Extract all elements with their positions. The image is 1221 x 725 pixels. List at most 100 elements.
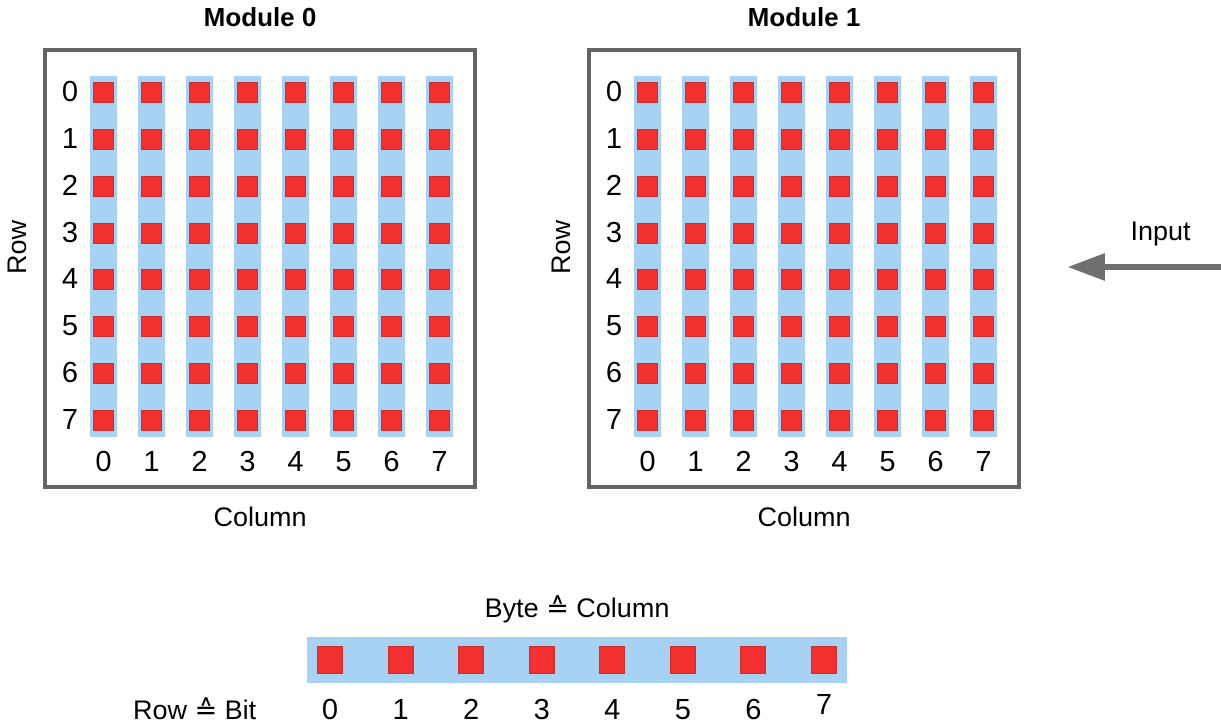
column-strip: [826, 76, 853, 437]
module-title: Module 0: [203, 2, 317, 32]
bit-cell: [733, 128, 754, 150]
bit-cell: [877, 222, 898, 244]
bit-cell: [637, 128, 658, 150]
bit-cell: [925, 363, 946, 385]
row-axis-label: Row: [2, 220, 32, 275]
row-label: 4: [605, 263, 622, 296]
bit-cell: [781, 82, 802, 103]
bit-cell: [381, 222, 402, 244]
bit-cell: [925, 82, 946, 103]
bit-cell: [429, 175, 450, 197]
byte-strip: [307, 637, 847, 683]
bit-grid: [90, 76, 453, 437]
bit-cell: [381, 316, 402, 338]
bit-cell: [93, 175, 114, 197]
bit-cell: [973, 222, 994, 244]
bit-cell: [733, 409, 754, 431]
row-label: 3: [605, 216, 622, 249]
bit-cell: [285, 409, 306, 431]
row-label: 1: [61, 122, 78, 155]
bit-label: 0: [321, 694, 339, 725]
bit-cell: [189, 316, 210, 338]
bit-cell: [829, 128, 850, 150]
bit-cell: [381, 363, 402, 385]
bit-cell: [781, 222, 802, 244]
bit-cell: [829, 222, 850, 244]
row-label: 0: [61, 76, 78, 108]
column-strip: [138, 76, 165, 437]
bit-cell: [829, 409, 850, 431]
column-axis-label: Column: [757, 502, 851, 532]
bit-cell: [829, 269, 850, 291]
row-label: 6: [61, 357, 78, 390]
bit-cell: [237, 269, 258, 291]
bit-cell: [733, 222, 754, 244]
bit-cell: [925, 269, 946, 291]
bit-cell: [387, 646, 414, 674]
bit-cell: [740, 646, 767, 674]
bit-cell: [637, 409, 658, 431]
bit-cell: [189, 409, 210, 431]
bit-cell: [93, 128, 114, 150]
bit-cell: [637, 175, 658, 197]
row-label: 7: [61, 403, 78, 436]
bit-label: 7: [815, 689, 832, 721]
column-strip: [330, 76, 357, 437]
bit-cell: [237, 363, 258, 385]
bit-cell: [733, 269, 754, 291]
bit-cell: [429, 128, 450, 150]
column-strip: [234, 76, 261, 437]
bit-cell: [141, 128, 162, 150]
column-label: 3: [239, 446, 256, 478]
bit-cell: [669, 646, 696, 674]
bit-cell: [829, 82, 850, 103]
column-strip: [778, 76, 805, 437]
bit-cell: [285, 269, 306, 291]
bit-cell: [637, 363, 658, 385]
bit-label: 2: [463, 694, 480, 725]
bit-cell: [429, 316, 450, 338]
bit-cell: [333, 128, 354, 150]
bit-cell: [333, 175, 354, 197]
column-label: 1: [143, 446, 160, 478]
column-label: 6: [383, 446, 400, 478]
bit-cell: [781, 316, 802, 338]
bit-cell: [877, 269, 898, 291]
input-arrow-head-icon: [1068, 253, 1105, 281]
column-label: 2: [191, 446, 208, 478]
bit-cell: [141, 269, 162, 291]
bit-grid: [634, 76, 997, 437]
bit-cell: [685, 175, 706, 197]
bit-cell: [781, 175, 802, 197]
row-label: 5: [61, 310, 78, 343]
bit-cell: [333, 409, 354, 431]
column-label: 0: [639, 446, 656, 478]
bit-cell: [285, 316, 306, 338]
bit-cell: [237, 175, 258, 197]
column-label: 4: [287, 446, 304, 478]
bit-cell: [973, 82, 994, 103]
bit-cell: [429, 269, 450, 291]
bit-cell: [925, 222, 946, 244]
column-label: 7: [431, 446, 448, 478]
row-label: 6: [605, 357, 622, 390]
bit-cell: [237, 222, 258, 244]
bit-cell: [458, 646, 485, 674]
bit-cell: [925, 128, 946, 150]
bit-cell: [829, 316, 850, 338]
bit-cell: [685, 409, 706, 431]
bit-cell: [685, 82, 706, 103]
column-label: 6: [927, 446, 944, 478]
bit-cell: [333, 222, 354, 244]
bit-cell: [189, 175, 210, 197]
bit-cell: [599, 646, 626, 674]
bit-cell: [381, 269, 402, 291]
bit-cell: [141, 316, 162, 338]
bit-cell: [877, 175, 898, 197]
legend-left-label: Row ≙ Bit: [133, 695, 257, 725]
